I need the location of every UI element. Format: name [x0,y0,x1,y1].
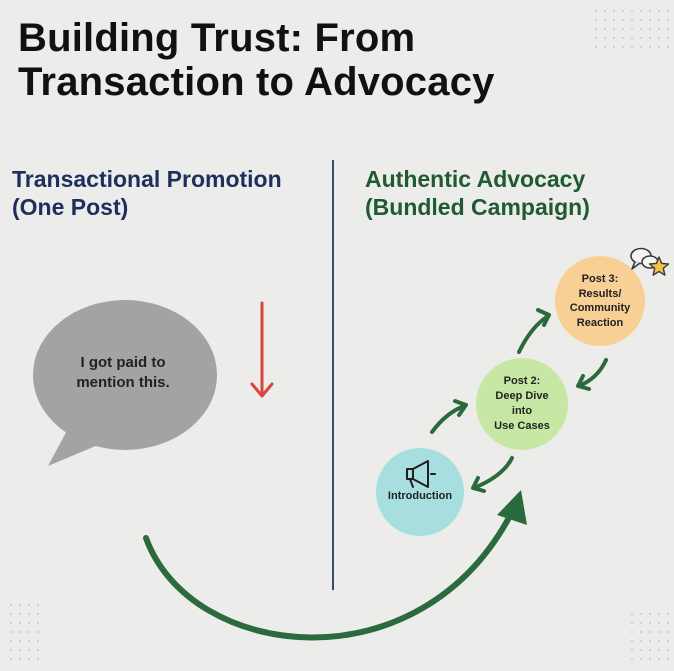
advocacy-heading: Authentic Advocacy (Bundled Campaign) [365,166,590,220]
megaphone-icon [406,460,436,488]
node-post-3 [555,256,645,346]
node-post-2 [476,358,568,450]
bubble-text: I got paid to mention this. [76,354,170,391]
dot-texture-top-right [590,6,670,50]
panel-divider [332,160,334,590]
node-introduction-label: Introduction [387,490,453,502]
node-post-2-label: Post 2: Deep Dive into Use Cases [494,375,550,432]
down-arrow [250,301,274,398]
dot-texture-bottom-right [630,610,670,666]
arrow-intro-to-post2 [430,399,468,434]
star-icon [648,256,670,276]
growth-arc-arrow [143,490,527,641]
speech-bubble [33,300,217,466]
arrow-post2-to-post3 [517,308,551,354]
page-title: Building Trust: From Transaction to Advo… [18,16,495,104]
node-post-3-label: Post 3: Results/ Community Reaction [569,273,631,329]
node-introduction [376,448,464,536]
arrow-post3-to-post2 [576,358,608,391]
dot-texture-bottom-left [4,600,44,666]
arrow-post2-to-intro [471,456,514,493]
transactional-heading: Transactional Promotion (One Post) [12,166,282,220]
